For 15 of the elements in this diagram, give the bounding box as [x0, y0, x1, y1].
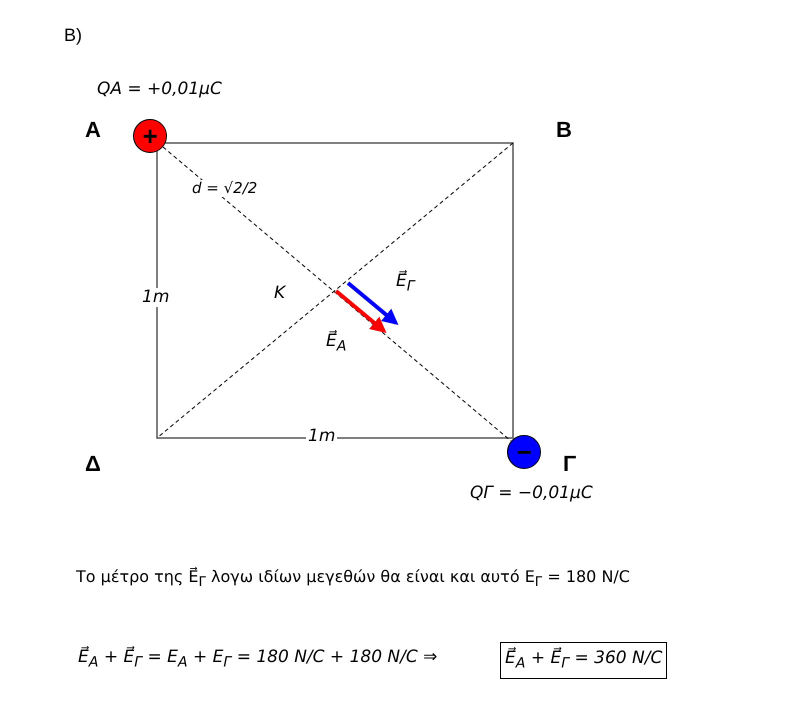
charge-value: QA = +0,01μC — [95, 80, 224, 99]
charge-sign: − — [516, 439, 532, 465]
dimension-label: 1m — [140, 288, 172, 307]
negative-charge — [507, 435, 541, 469]
positive-charge — [133, 119, 167, 153]
vertex-label: Γ — [563, 452, 576, 476]
vertex-label: Δ — [85, 452, 101, 476]
vertex-label: Α — [85, 118, 101, 142]
vertex-label: Β — [556, 118, 572, 142]
explanation-text: Το μέτρο της E⃗$_{Γ}$ λογω ιδίων μεγεθών θα είναι και αυτό E$_{Γ}$ = 180 N/C — [76, 568, 630, 591]
boxed-result: E⃗$_{A}$ + E⃗$_{Γ}$ = 360 N/C — [500, 642, 668, 679]
charge-value: QΓ = −0,01μC — [468, 484, 595, 503]
charge-sign: + — [142, 123, 158, 149]
distance-label: d = √2/2 — [190, 180, 260, 196]
section-heading: Β) — [64, 26, 82, 46]
